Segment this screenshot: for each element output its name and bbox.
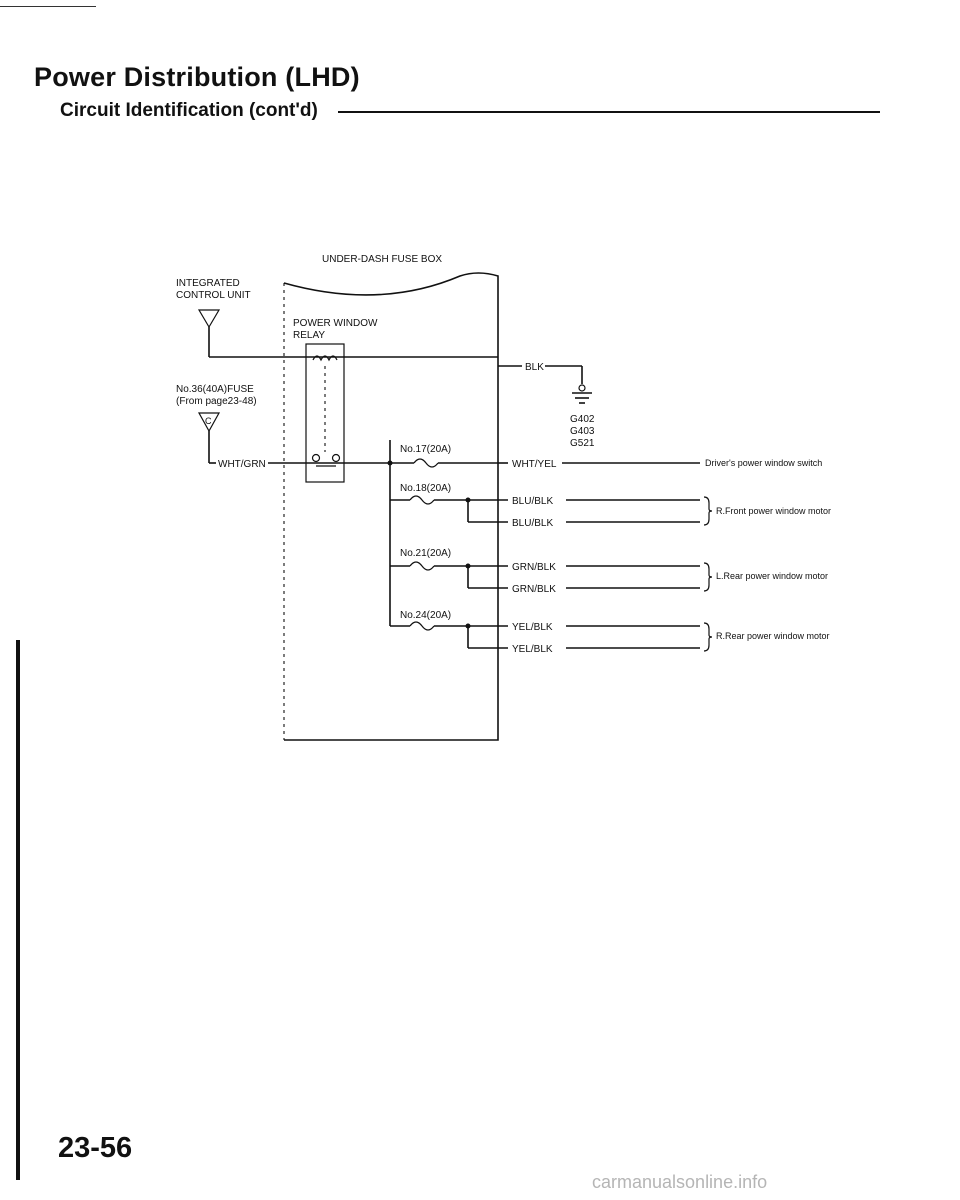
fuse-label-18: No.18(20A) [400,483,451,494]
ground-label-2: G403 [570,426,595,437]
relay-label-line2: RELAY [293,330,325,341]
fuse-box-label: UNDER-DASH FUSE BOX [322,254,442,265]
fuse-21-icon [390,561,508,589]
wire-label-blu-blk-1: BLU/BLK [512,496,553,507]
load-rr-motor: R.Rear power window motor [716,631,830,641]
fuse-label-17: No.17(20A) [400,444,451,455]
wire-label-yel-blk-1: YEL/BLK [512,622,553,633]
power-window-relay [305,343,345,483]
icu-connector-icon [197,309,498,358]
ground-label-1: G402 [570,414,595,425]
load-lr-motor: L.Rear power window motor [716,571,828,581]
load-driver-switch: Driver's power window switch [705,458,822,468]
top-rule [0,6,96,7]
fuse-18-icon [390,495,508,523]
page-title: Power Distribution (LHD) [34,62,360,92]
left-margin-bar [16,640,20,1180]
wire-label-grn-blk-1: GRN/BLK [512,562,556,573]
wire-label-blk: BLK [525,362,544,373]
fuse-24-icon [390,621,508,649]
fuse-label-21: No.21(20A) [400,548,451,559]
brace-rf-icon [703,496,713,526]
load-rf-motor: R.Front power window motor [716,506,831,516]
fuse36-label-line1: No.36(40A)FUSE [176,384,254,395]
wire-label-wht-yel: WHT/YEL [512,459,557,470]
wire-label-grn-blk-2: GRN/BLK [512,584,556,595]
fuse-label-24: No.24(20A) [400,610,451,621]
brace-rr-icon [703,622,713,652]
brace-lr-icon [703,562,713,592]
ground-symbol-icon [545,365,592,404]
fuse-17-icon [390,458,498,468]
icu-label-line2: CONTROL UNIT [176,290,251,301]
wire-label-yel-blk-2: YEL/BLK [512,644,553,655]
icu-label-line1: INTEGRATED [176,278,240,289]
fuse-box-outline [283,272,499,741]
page-subtitle: Circuit Identification (cont'd) [60,100,318,121]
page-number: 23-56 [58,1132,133,1164]
wire-label-blu-blk-2: BLU/BLK [512,518,553,529]
wire-label-wht-grn: WHT/GRN [218,459,266,470]
connector-c-label: C [205,416,212,426]
relay-label-line1: POWER WINDOW [293,318,378,329]
subtitle-rule [338,111,880,113]
fuse36-label-line2: (From page23-48) [176,396,257,407]
ground-label-3: G521 [570,438,595,449]
connector-c-icon: C [197,412,221,464]
footer-site: carmanualsonline.info [592,1172,768,1192]
